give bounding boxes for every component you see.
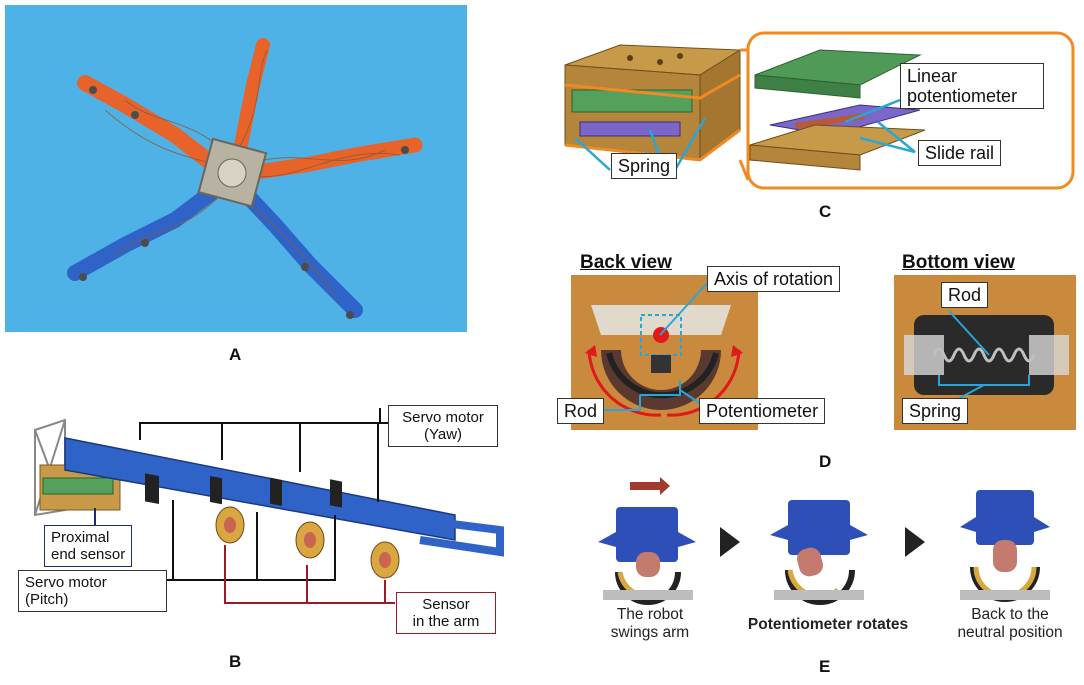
rod-label-back: Rod	[557, 398, 605, 424]
step3-figure	[960, 490, 1050, 602]
spring-label-c: Spring	[611, 153, 678, 179]
panel-b-arm-diagram	[34, 408, 504, 604]
panel-d-letter: D	[819, 452, 832, 471]
servo-yaw-label: Servo motor (Yaw)	[388, 405, 498, 447]
starfish-robot-illustration	[67, 38, 423, 319]
slide-rail-label: Slide rail	[918, 140, 1002, 166]
back-view-heading: Back view	[580, 252, 672, 273]
panel-a-letter: A	[229, 345, 242, 364]
proximal-end-sensor-label: Proximal end sensor	[44, 525, 133, 567]
panel-e-sequence	[598, 477, 1050, 605]
step1-caption: The robot swings arm	[610, 606, 690, 641]
step2-figure	[770, 500, 868, 605]
back-view-leaders	[590, 279, 711, 411]
panel-c-letter: C	[819, 202, 832, 221]
step1-figure	[598, 477, 696, 605]
panel-a-photo	[5, 5, 467, 332]
bottom-view-heading: Bottom view	[902, 252, 1015, 273]
servo-pitch-label: Servo motor (Pitch)	[18, 570, 167, 612]
bottom-view-illustration	[904, 310, 1069, 402]
step3-caption: Back to the neutral position	[957, 606, 1063, 641]
linear-potentiometer-label: Linear potentiometer	[900, 63, 1044, 109]
step2-caption: Potentiometer rotates	[747, 616, 909, 633]
panel-e-letter: E	[819, 657, 831, 676]
axis-of-rotation-label: Axis of rotation	[707, 266, 841, 292]
sensor-in-arm-label: Sensor in the arm	[396, 592, 496, 634]
spring-label-d: Spring	[902, 398, 969, 424]
rod-label-bottom: Rod	[941, 282, 989, 308]
potentiometer-label: Potentiometer	[699, 398, 826, 424]
panel-b-letter: B	[229, 652, 242, 671]
